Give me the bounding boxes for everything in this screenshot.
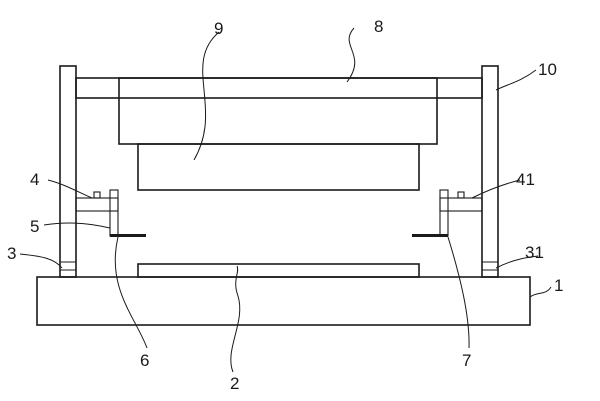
label-3: 3 bbox=[7, 244, 16, 263]
label-7: 7 bbox=[462, 351, 471, 370]
right-bracket bbox=[439, 189, 483, 237]
leader-lines bbox=[19, 27, 552, 373]
label-8: 8 bbox=[374, 17, 383, 36]
upper-die bbox=[137, 143, 420, 191]
label-6: 6 bbox=[140, 351, 149, 370]
base-plate bbox=[36, 276, 531, 326]
label-5: 5 bbox=[30, 217, 39, 236]
right-sensor-plate bbox=[412, 234, 448, 237]
left-sensor-plate bbox=[110, 234, 146, 237]
label-2: 2 bbox=[230, 374, 239, 393]
label-4: 4 bbox=[30, 170, 39, 189]
column-base-marks bbox=[60, 261, 498, 271]
left-column bbox=[59, 65, 77, 278]
label-31: 31 bbox=[525, 243, 544, 262]
label-1: 1 bbox=[554, 276, 563, 295]
upper-block bbox=[118, 77, 438, 145]
left-bracket bbox=[75, 189, 119, 237]
label-9: 9 bbox=[214, 19, 223, 38]
label-10: 10 bbox=[538, 60, 557, 79]
lower-plate bbox=[137, 263, 420, 278]
top-crossbeam bbox=[75, 77, 483, 99]
label-41: 41 bbox=[516, 170, 535, 189]
right-column bbox=[481, 65, 499, 278]
